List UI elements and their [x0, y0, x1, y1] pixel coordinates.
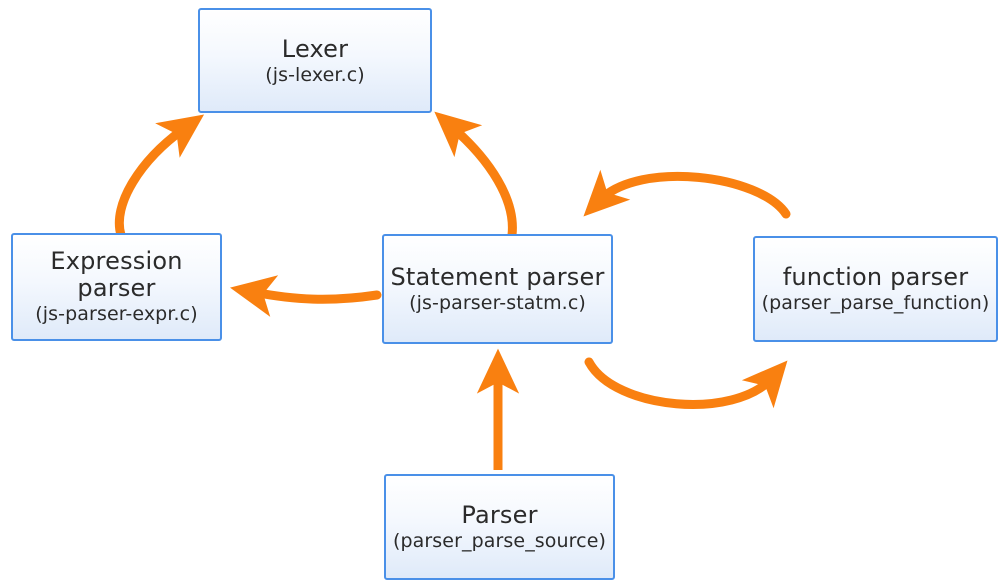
- node-function-parser-subtitle: (parser_parse_function): [761, 292, 990, 315]
- node-lexer[interactable]: Lexer (js-lexer.c): [198, 8, 432, 113]
- edge-expression-parser-to-lexer: [114, 114, 205, 240]
- node-statement-parser[interactable]: Statement parser (js-parser-statm.c): [382, 234, 613, 344]
- edge-statement-parser-to-function-parser: [584, 357, 788, 409]
- edge-statement-parser-to-lexer: [434, 111, 517, 240]
- node-expression-parser-title: Expression parser: [50, 247, 183, 303]
- node-expression-parser[interactable]: Expression parser (js-parser-expr.c): [11, 233, 222, 341]
- edge-function-parser-to-statement-parser: [583, 169, 791, 219]
- node-parser[interactable]: Parser (parser_parse_source): [384, 474, 615, 580]
- node-parser-title: Parser: [461, 501, 538, 530]
- node-expression-parser-subtitle: (js-parser-expr.c): [35, 303, 198, 326]
- node-lexer-title: Lexer: [281, 34, 349, 63]
- node-statement-parser-title: Statement parser: [390, 262, 605, 291]
- node-lexer-subtitle: (js-lexer.c): [265, 63, 365, 86]
- node-statement-parser-subtitle: (js-parser-statm.c): [409, 291, 586, 314]
- node-function-parser-title: function parser: [782, 263, 969, 292]
- edge-statement-parser-to-expression-parser: [230, 275, 382, 317]
- node-parser-subtitle: (parser_parse_source): [392, 530, 607, 553]
- node-function-parser[interactable]: function parser (parser_parse_function): [753, 236, 998, 342]
